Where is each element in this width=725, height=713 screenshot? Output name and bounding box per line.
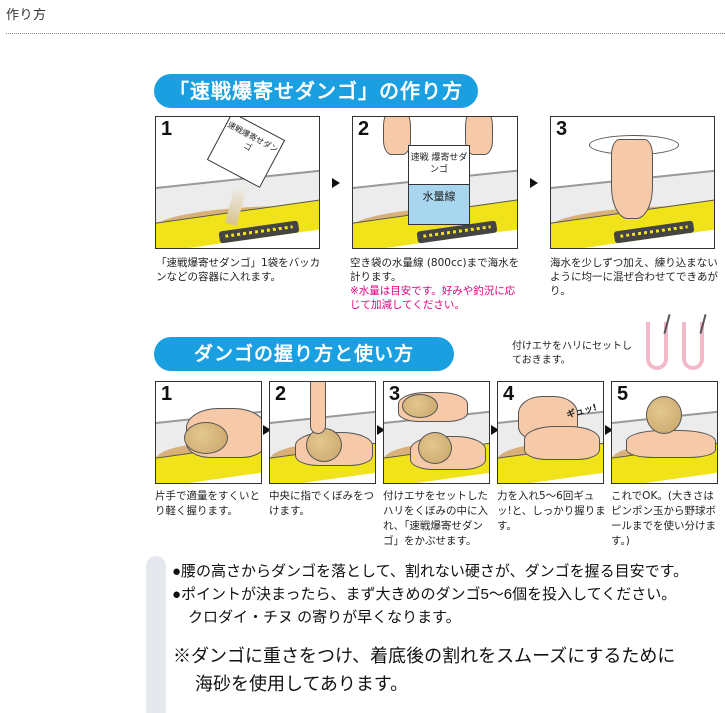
use-step-3-caption: 付けエサをセットしたハリをくぼみの中に入れ、「速戦爆寄せダンゴ」をかぶせます。: [383, 490, 488, 547]
make-step-2-illustration: 2 速戦 爆寄せダンゴ 水量線: [352, 116, 518, 249]
step-number: 2: [275, 383, 287, 405]
make-step-3-caption: 海水を少しずつ加え、練り込まないように均一に混ぜ合わせてできあがり。: [550, 257, 718, 297]
footnote-line-2: 海砂を使用してあります。: [195, 674, 409, 694]
step-number: 4: [503, 383, 515, 405]
step-number: 1: [161, 383, 173, 405]
step-number: 3: [389, 383, 401, 405]
dango-half-icon: [402, 394, 438, 418]
use-step-1-caption: 片手で適量をすくいとり軽く握ります。: [155, 490, 260, 517]
finished-dango-icon: [646, 396, 682, 434]
next-arrow-icon: [377, 425, 385, 435]
shrimp-bait-icon: [646, 322, 668, 370]
step-number: 1: [161, 118, 173, 140]
next-arrow-icon: [530, 178, 538, 188]
step-number: 5: [617, 383, 629, 405]
next-arrow-icon: [263, 425, 271, 435]
bag-label: 速戦 爆寄せダンゴ: [410, 153, 468, 175]
use-step-5-caption: これでOK。(大きさはピンポン玉から野球ボールまでを使い分けます。): [611, 490, 716, 547]
note-bullet-2: ●ポイントが決まったら、まず大きめのダンゴ5〜6個を投入してください。: [172, 586, 677, 603]
dango-ball-icon: [418, 432, 452, 464]
use-step-3-illustration: 3: [383, 381, 490, 484]
empty-bag-icon: 速戦 爆寄せダンゴ 水量線: [408, 145, 470, 225]
water-line-label: 水量線: [409, 184, 469, 224]
shrimp-bait-icon: [682, 322, 704, 370]
make-step-2-note: ※水量は目安です。好みや釣況に応じて加減してください。: [350, 285, 516, 311]
hand-icon: [626, 430, 716, 458]
next-arrow-icon: [605, 425, 613, 435]
make-step-2-text: 空き袋の水量線 (800cc)まで海水を計ります。: [350, 257, 520, 283]
note-bullet-2-continued: クロダイ・チヌ の寄りが早くなります。: [188, 609, 461, 626]
page-title: 作り方: [6, 8, 47, 23]
make-step-2-caption: 空き袋の水量線 (800cc)まで海水を計ります。 ※水量は目安です。好みや釣況…: [350, 256, 525, 312]
notes-bullets: ●腰の高さからダンゴを落として、割れない硬さが、ダンゴを握る目安です。 ●ポイン…: [172, 560, 688, 629]
use-step-2-illustration: 2: [269, 381, 376, 484]
notes-side-bar: [146, 556, 166, 713]
dango-ball-icon: [306, 428, 342, 462]
step-number: 3: [556, 118, 568, 140]
finger-icon: [310, 382, 326, 434]
use-step-1-illustration: 1: [155, 381, 262, 484]
next-arrow-icon: [491, 425, 499, 435]
left-hand-icon: [383, 117, 411, 155]
footnote-line-1: ※ダンゴに重さをつけ、着底後の割れをスムーズにするために: [173, 646, 676, 666]
use-step-4-illustration: 4 ギュッ!: [497, 381, 604, 484]
footnote: ※ダンゴに重さをつけ、着底後の割れをスムーズにするために 海砂を使用してあります…: [173, 642, 675, 698]
mixing-hand-icon: [611, 139, 653, 219]
make-step-3-illustration: 3: [550, 116, 715, 249]
lower-hand-icon: [524, 426, 600, 460]
note-bullet-1: ●腰の高さからダンゴを落として、割れない硬さが、ダンゴを握る目安です。: [172, 563, 689, 580]
next-arrow-icon: [332, 178, 340, 188]
dango-ball-icon: [184, 422, 228, 454]
use-step-2-caption: 中央に指でくぼみをつけます。: [269, 490, 374, 517]
title-divider: [6, 33, 725, 34]
use-step-5-illustration: 5: [611, 381, 718, 484]
use-step-4-caption: 力を入れ5〜6回ギュッ!と、しっかり握ります。: [497, 490, 606, 532]
make-step-1-illustration: 1 速戦爆寄せダンゴ: [155, 116, 320, 249]
bait-hint-text: 付けエサをハリにセットしておきます。: [512, 341, 632, 366]
step-number: 2: [358, 118, 370, 140]
section2-heading: ダンゴの握り方と使い方: [154, 337, 454, 371]
section1-heading: 「速戦爆寄せダンゴ」の作り方: [154, 74, 478, 108]
make-step-1-caption: 「速戦爆寄せダンゴ」1袋をバッカンなどの容器に入れます。: [156, 257, 321, 283]
